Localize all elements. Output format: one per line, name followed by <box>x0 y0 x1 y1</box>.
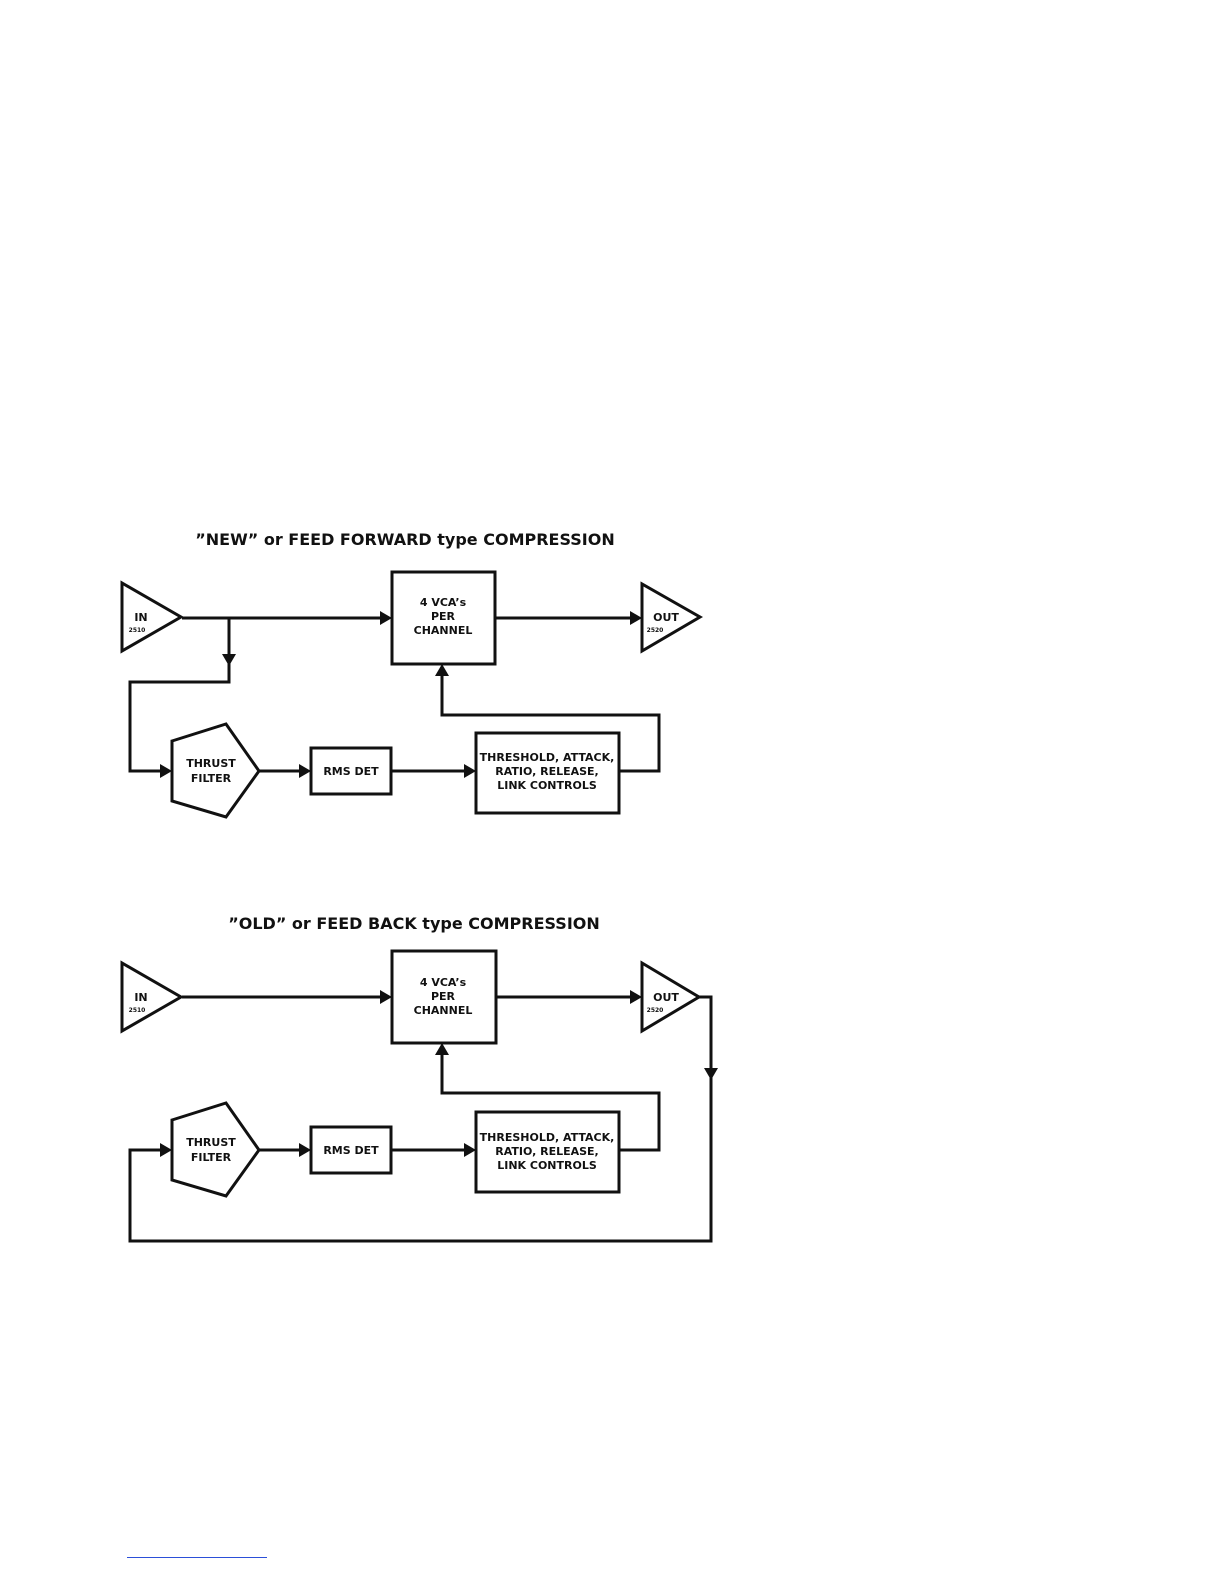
ff-input-amplifier <box>122 583 181 651</box>
fb-arrow-into-controls <box>464 1143 476 1157</box>
ff-controls-line-2: RATIO, RELEASE, <box>495 765 598 778</box>
fb-output-sub: 2520 <box>647 1007 664 1014</box>
feed-back-diagram: ”OLD” or FEED BACK type COMPRESSION IN 2… <box>122 914 718 1241</box>
fb-input-amplifier <box>122 963 181 1031</box>
ff-thrust-filter <box>172 724 259 817</box>
fb-arrow-up-to-vca <box>435 1043 449 1055</box>
fb-controls-line-3: LINK CONTROLS <box>497 1159 597 1172</box>
ff-vca-line-1: 4 VCA’s <box>420 596 467 609</box>
feed-forward-diagram: ”NEW” or FEED FORWARD type COMPRESSION I… <box>122 530 700 817</box>
ff-filter-line-1: THRUST <box>186 757 236 770</box>
fb-vca-line-2: PER <box>431 990 456 1003</box>
ff-controls-line-1: THRESHOLD, ATTACK, <box>480 751 615 764</box>
ff-output-sub: 2520 <box>647 627 664 634</box>
ff-arrow-into-filter <box>160 764 172 778</box>
fb-arrow-into-vca <box>380 990 392 1004</box>
ff-arrow-into-out <box>630 611 642 625</box>
ff-vca-line-3: CHANNEL <box>414 624 473 637</box>
ff-arrow-up-to-vca <box>435 664 449 676</box>
fb-arrow-loop-down <box>704 1068 718 1080</box>
ff-input-label: IN <box>134 611 147 624</box>
ff-arrow-into-controls <box>464 764 476 778</box>
ff-arrow-tap-down <box>222 654 236 666</box>
fb-controls-line-2: RATIO, RELEASE, <box>495 1145 598 1158</box>
ff-rms-label: RMS DET <box>323 765 379 778</box>
fb-vca-line-1: 4 VCA’s <box>420 976 467 989</box>
ff-input-sub: 2510 <box>129 627 146 634</box>
fb-arrow-into-out <box>630 990 642 1004</box>
fb-vca-line-3: CHANNEL <box>414 1004 473 1017</box>
fb-input-sub: 2510 <box>129 1007 146 1014</box>
footnote-separator <box>127 1557 267 1558</box>
fb-output-label: OUT <box>653 991 679 1004</box>
ff-filter-line-2: FILTER <box>191 772 232 785</box>
fb-rms-label: RMS DET <box>323 1144 379 1157</box>
feed-forward-title: ”NEW” or FEED FORWARD type COMPRESSION <box>195 530 614 549</box>
feed-back-title: ”OLD” or FEED BACK type COMPRESSION <box>228 914 600 933</box>
ff-controls-line-3: LINK CONTROLS <box>497 779 597 792</box>
ff-output-label: OUT <box>653 611 679 624</box>
fb-thrust-filter <box>172 1103 259 1196</box>
fb-arrow-into-rms <box>299 1143 311 1157</box>
ff-vca-line-2: PER <box>431 610 456 623</box>
ff-arrow-into-rms <box>299 764 311 778</box>
fb-input-label: IN <box>134 991 147 1004</box>
fb-controls-line-1: THRESHOLD, ATTACK, <box>480 1131 615 1144</box>
fb-filter-line-2: FILTER <box>191 1151 232 1164</box>
fb-filter-line-1: THRUST <box>186 1136 236 1149</box>
ff-arrow-into-vca <box>380 611 392 625</box>
fb-arrow-into-filter <box>160 1143 172 1157</box>
